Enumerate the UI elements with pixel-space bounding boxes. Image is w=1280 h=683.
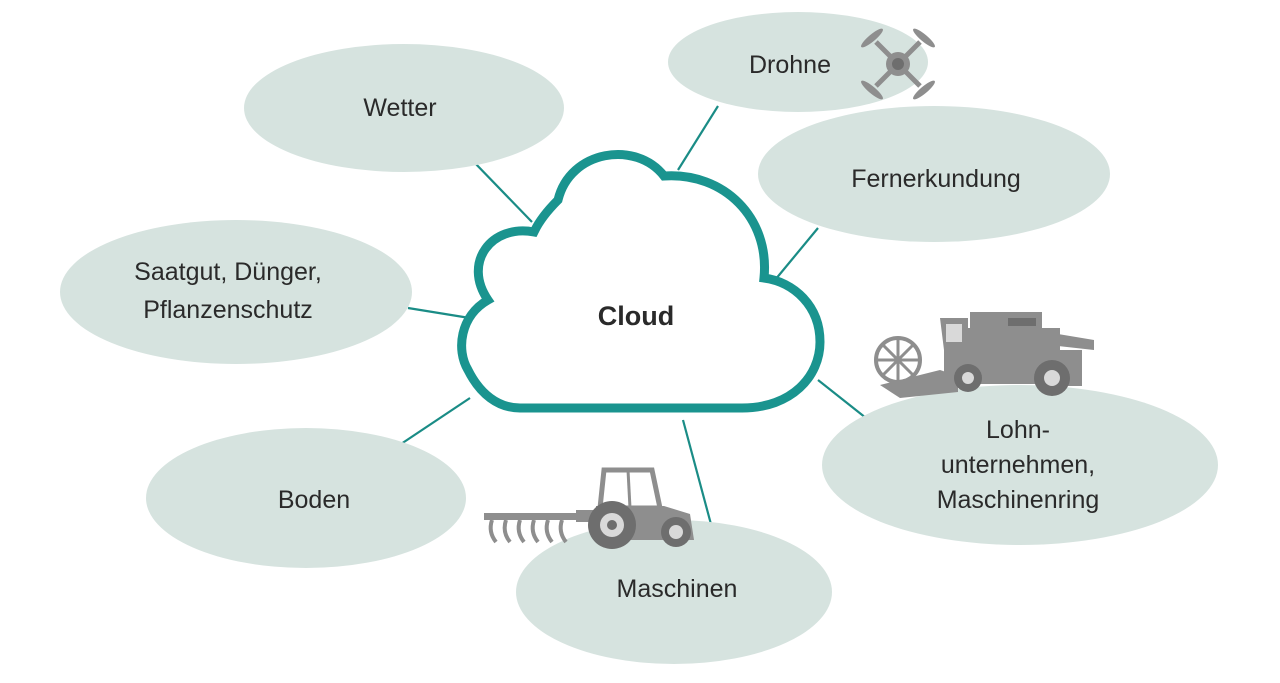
ellipse-maschinen [516,520,832,664]
tractor-with-harrow-icon [484,467,694,549]
node-maschinen: Maschinen [516,520,832,664]
ellipse-fernerkundung [758,106,1110,242]
drone-icon [861,28,935,100]
connectors [397,105,867,529]
center-cloud: Cloud [457,150,825,413]
connector-fernerkundung [774,227,819,281]
label-wetter: Wetter [363,94,436,122]
cloud-outline [457,150,825,413]
connector-boden [397,397,471,447]
ellipse-boden [146,428,466,568]
ellipse-wetter [244,44,564,172]
node-saatgut: Saatgut, Dünger, Pflanzenschutz [60,220,412,364]
node-lohn: Lohn- unternehmen, Maschinenring [822,385,1218,545]
node-wetter: Wetter [244,44,564,172]
ellipse-lohn [822,385,1218,545]
ellipse-saatgut [60,220,412,364]
combine-harvester-icon [874,312,1094,398]
node-drohne: Drohne [668,12,928,112]
label-boden: Boden [278,486,350,514]
label-drohne: Drohne [749,51,831,79]
node-boden: Boden [146,428,466,568]
label-saatgut-line2: Pflanzenschutz [143,296,313,324]
center-label: Cloud [598,301,674,331]
node-fernerkundung: Fernerkundung [758,106,1110,242]
label-lohn-line3: Maschinenring [937,486,1100,514]
ellipse-drohne [668,12,928,112]
label-fernerkundung: Fernerkundung [851,165,1021,193]
label-lohn-line2: unternehmen, [941,451,1095,479]
label-maschinen: Maschinen [617,575,738,603]
connector-maschinen [681,419,714,529]
connector-wetter [471,159,533,223]
label-saatgut-line1: Saatgut, Dünger, [134,258,322,286]
label-lohn-line1: Lohn- [986,416,1050,444]
connector-drohne [677,105,719,171]
connector-lohn [817,379,867,419]
